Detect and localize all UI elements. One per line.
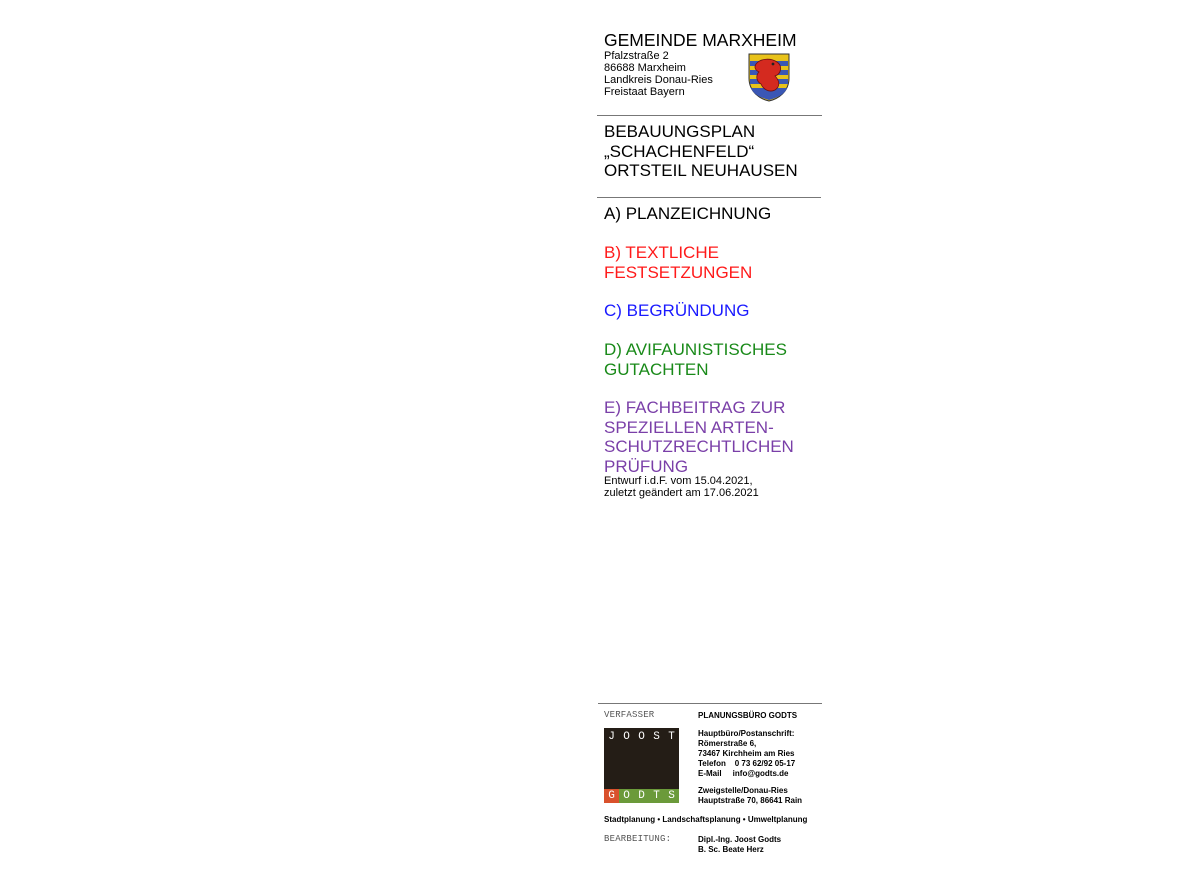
verfasser-label: VERFASSER bbox=[604, 710, 655, 720]
divider bbox=[597, 115, 822, 116]
municipality-address: Pfalzstraße 2 86688 Marxheim Landkreis D… bbox=[604, 50, 713, 98]
office-line: Römerstraße 6, bbox=[698, 739, 757, 748]
office-name: PLANUNGSBÜRO GODTS bbox=[698, 711, 798, 720]
section-heading-line: E) FACHBEITRAG ZUR bbox=[604, 398, 786, 417]
logo-letter: O bbox=[619, 789, 634, 803]
section-d-avifaunistisches-gutachten: D) AVIFAUNISTISCHES GUTACHTEN bbox=[604, 340, 787, 379]
plan-title: BEBAUUNGSPLAN „SCHACHENFELD“ ORTSTEIL NE… bbox=[604, 122, 798, 181]
section-heading-line: A) PLANZEICHNUNG bbox=[604, 204, 772, 223]
section-b-textliche-festsetzungen: B) TEXTLICHE FESTSETZUNGEN bbox=[604, 243, 752, 282]
main-office-address: Hauptbüro/Postanschrift: Römerstraße 6, … bbox=[698, 729, 795, 779]
office-line: 73467 Kirchheim am Ries bbox=[698, 749, 795, 758]
divider bbox=[597, 197, 821, 198]
section-heading-line: C) BEGRÜNDUNG bbox=[604, 301, 750, 320]
branch-office-address: Zweigstelle/Donau-Ries Hauptstraße 70, 8… bbox=[698, 786, 802, 806]
section-e-fachbeitrag: E) FACHBEITRAG ZUR SPEZIELLEN ARTEN- SCH… bbox=[604, 398, 794, 476]
section-a-planzeichnung: A) PLANZEICHNUNG bbox=[604, 204, 771, 224]
logo-letter: S bbox=[664, 789, 679, 803]
logo-letter: O bbox=[638, 731, 645, 743]
divider bbox=[598, 703, 822, 704]
section-heading-line: SCHUTZRECHTLICHEN bbox=[604, 437, 794, 456]
section-heading-line: FESTSETZUNGEN bbox=[604, 262, 753, 282]
logo-letter: D bbox=[634, 789, 649, 803]
coat-of-arms-icon bbox=[748, 53, 790, 102]
plan-title-line: ORTSTEIL NEUHAUSEN bbox=[604, 161, 798, 180]
section-heading-line: PRÜFUNG bbox=[604, 456, 689, 476]
editor-name: B. Sc. Beate Herz bbox=[698, 845, 764, 854]
plan-title-line: „SCHACHENFELD“ bbox=[604, 141, 755, 161]
services-line: Stadtplanung • Landschaftsplanung • Umwe… bbox=[604, 815, 808, 824]
municipality-title: GEMEINDE MARXHEIM bbox=[604, 30, 797, 50]
logo-letter: J bbox=[608, 731, 615, 743]
logo-letter: T bbox=[649, 789, 664, 803]
office-line: Zweigstelle/Donau-Ries bbox=[698, 786, 788, 795]
office-line: Hauptstraße 70, 86641 Rain bbox=[698, 796, 803, 805]
draft-date-note: Entwurf i.d.F. vom 15.04.2021, zuletzt g… bbox=[604, 475, 759, 499]
editor-name: Dipl.-Ing. Joost Godts bbox=[698, 835, 782, 844]
office-line: Telefon 0 73 62/92 05-17 bbox=[698, 759, 796, 768]
address-line: Pfalzstraße 2 bbox=[604, 50, 669, 62]
section-heading-line: B) TEXTLICHE bbox=[604, 243, 719, 262]
address-line: 86688 Marxheim bbox=[604, 62, 686, 74]
bearbeitung-label: BEARBEITUNG: bbox=[604, 834, 672, 844]
logo-letter: O bbox=[623, 731, 630, 743]
logo-letter: S bbox=[653, 731, 660, 743]
office-line: Hauptbüro/Postanschrift: bbox=[698, 729, 795, 738]
editors: Dipl.-Ing. Joost Godts B. Sc. Beate Herz bbox=[698, 835, 781, 855]
logo-letter: T bbox=[668, 731, 675, 743]
plan-title-line: BEBAUUNGSPLAN bbox=[604, 122, 756, 141]
section-heading-line: SPEZIELLEN ARTEN- bbox=[604, 417, 774, 437]
section-c-begruendung: C) BEGRÜNDUNG bbox=[604, 301, 749, 321]
draft-line: zuletzt geändert am 17.06.2021 bbox=[604, 487, 759, 499]
draft-line: Entwurf i.d.F. vom 15.04.2021, bbox=[604, 475, 753, 487]
address-line: Landkreis Donau-Ries bbox=[604, 74, 713, 86]
logo-top-letters: J O O S T bbox=[604, 731, 679, 743]
section-heading-line: D) AVIFAUNISTISCHES bbox=[604, 340, 787, 359]
logo-letter: G bbox=[604, 789, 619, 803]
joost-godts-logo: J O O S T G O D T S bbox=[604, 728, 679, 803]
section-heading-line: GUTACHTEN bbox=[604, 359, 709, 379]
address-line: Freistaat Bayern bbox=[604, 86, 685, 98]
logo-bottom-letters: G O D T S bbox=[604, 789, 679, 803]
office-line: E-Mail info@godts.de bbox=[698, 769, 789, 778]
